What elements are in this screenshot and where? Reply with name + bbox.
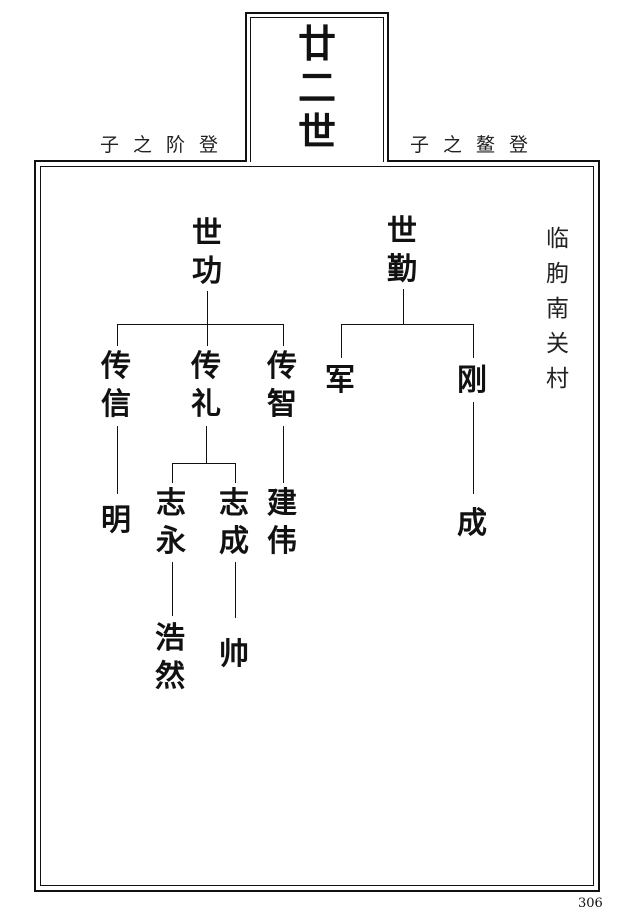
member-shiqin: 世勤 — [387, 214, 417, 287]
member-shigong: 世功 — [192, 216, 222, 289]
member-zhicheng: 志成 — [219, 486, 249, 559]
connector-line — [283, 426, 285, 483]
member-haoran: 浩然 — [155, 621, 185, 694]
right-subtitle: 子之鳌登 — [410, 134, 543, 156]
connector-line — [235, 562, 237, 618]
connector-line — [207, 291, 209, 324]
member-chuanxin: 传信 — [101, 349, 131, 422]
connector-line — [341, 324, 473, 326]
village-char: 临 — [546, 226, 569, 252]
connector-line — [117, 324, 283, 326]
member-shuai: 帅 — [219, 637, 249, 672]
inner-frame — [40, 166, 594, 886]
village-char: 朐 — [546, 261, 569, 287]
connector-line — [341, 324, 343, 358]
connector-line — [117, 324, 119, 346]
member-zhiyong: 志永 — [156, 486, 186, 559]
village-label: 临 朐 南 关 村 — [546, 222, 569, 397]
connector-line — [172, 463, 236, 465]
connector-line — [207, 324, 209, 346]
connector-line — [473, 402, 475, 494]
connector-line — [172, 562, 174, 616]
village-char: 南 — [546, 296, 569, 322]
connector-line — [172, 463, 174, 483]
generation-box-outer — [245, 12, 389, 162]
connector-line — [283, 324, 285, 346]
connector-line — [403, 289, 405, 324]
village-char: 关 — [546, 331, 569, 357]
connector-line — [473, 324, 475, 358]
generation-char: 廿 — [297, 22, 336, 66]
page-number: 306 — [578, 896, 603, 911]
left-subtitle: 子之阶登 — [100, 134, 233, 156]
village-char: 村 — [546, 366, 569, 392]
generation-char: 二 — [297, 66, 336, 110]
connector-line — [235, 463, 237, 483]
generation-box-inner — [250, 17, 384, 162]
member-cheng: 成 — [457, 506, 487, 541]
member-jun: 军 — [325, 363, 355, 398]
member-gang: 刚 — [457, 363, 487, 398]
connector-line — [117, 426, 119, 494]
member-jianwei: 建伟 — [267, 486, 297, 559]
generation-title: 廿 二 世 — [250, 22, 384, 154]
member-ming: 明 — [101, 503, 131, 538]
connector-line — [206, 426, 208, 464]
generation-char: 世 — [297, 110, 336, 154]
member-chuanzhi: 传智 — [267, 349, 297, 422]
member-chuanli: 传礼 — [191, 349, 221, 422]
